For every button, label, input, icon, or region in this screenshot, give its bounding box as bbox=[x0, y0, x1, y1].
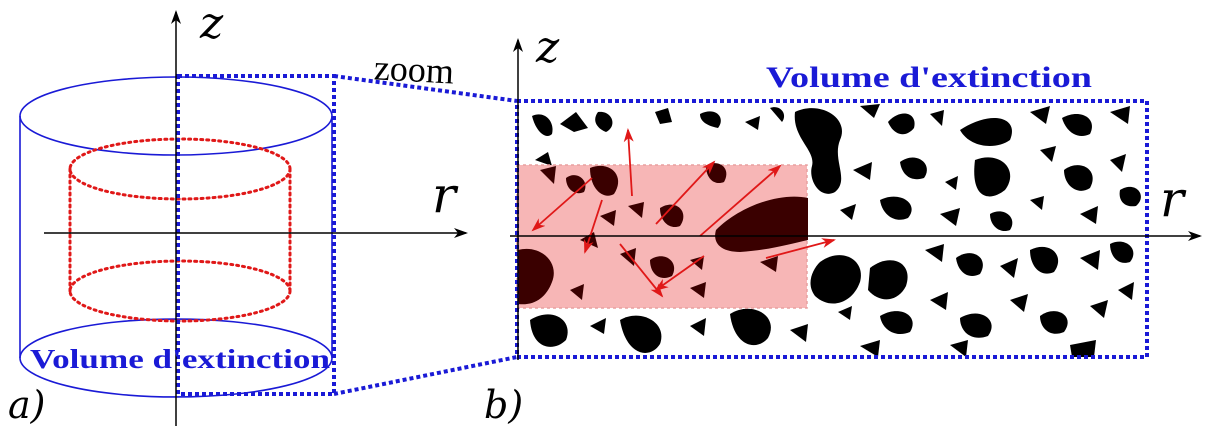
extinction-volume-box bbox=[515, 99, 1149, 359]
axis-r-label: r bbox=[1160, 170, 1187, 228]
panel-a: z r Volume d'extinction a) bbox=[8, 0, 468, 427]
axis-z-label: z bbox=[199, 0, 224, 49]
axis-r-label: r bbox=[432, 166, 459, 224]
zoom-label: zoom bbox=[373, 47, 455, 91]
panel-label: a) bbox=[8, 383, 45, 427]
axis-z-label: z bbox=[535, 22, 560, 73]
panel-label: b) bbox=[484, 383, 523, 427]
panel-b: z r Volume d'extinction b) bbox=[484, 22, 1202, 427]
zoom-connectors bbox=[333, 74, 518, 396]
zoom-selection-box bbox=[176, 74, 336, 396]
volume-label: Volume d'extinction bbox=[766, 61, 1092, 94]
volume-label: Volume d'extinction bbox=[30, 344, 330, 374]
photon-arrows bbox=[531, 128, 836, 298]
